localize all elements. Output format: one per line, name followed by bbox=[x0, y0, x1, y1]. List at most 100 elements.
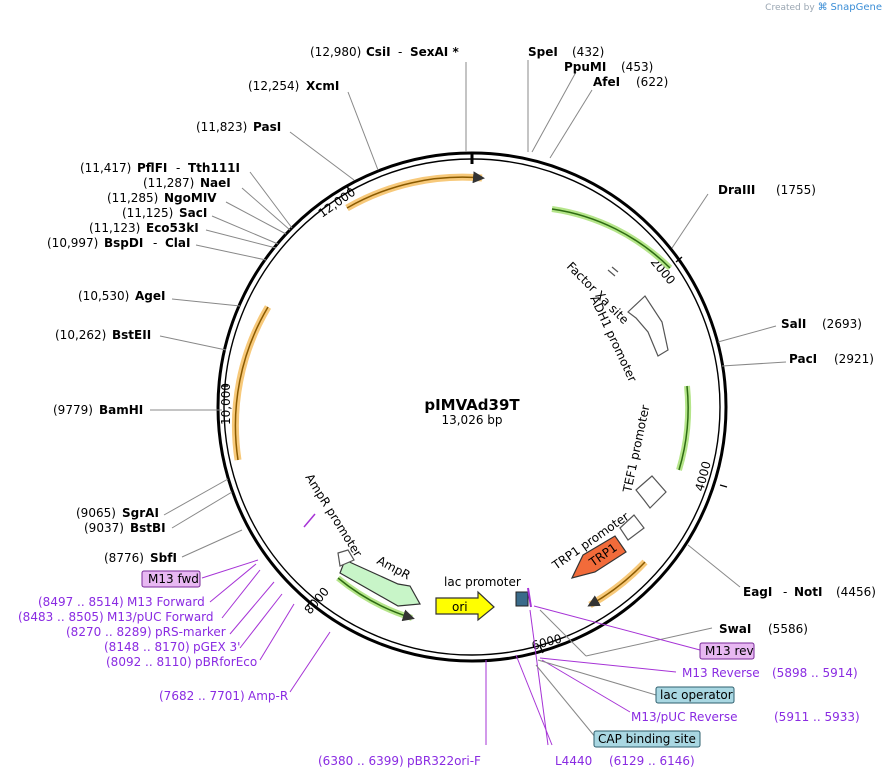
enzyme-sexai: SexAI * bbox=[410, 45, 459, 59]
lac-operator-mark bbox=[515, 591, 529, 607]
m13-rev-box bbox=[699, 642, 755, 660]
enzyme-bspdi: BspDI bbox=[104, 236, 143, 250]
enzyme-ngomiv: NgoMIV bbox=[164, 191, 217, 205]
enzyme-pflfi: PflFI bbox=[137, 161, 167, 175]
feature-arcs bbox=[231, 171, 692, 622]
svg-text:(11,823): (11,823) bbox=[196, 120, 247, 134]
primer-labels-right: M13 rev M13 Reverse (5898 .. 5914) lac o… bbox=[593, 642, 860, 748]
trp1-arrow bbox=[570, 535, 627, 579]
enzyme-eco53ki: Eco53kI bbox=[146, 221, 199, 235]
primer-labels-left: M13 fwd (8497 .. 8514) M13 Forward (8483… bbox=[18, 570, 288, 703]
ampr-promoter-label: AmpR promoter bbox=[302, 471, 364, 559]
plasmid-size: 13,026 bp bbox=[441, 413, 502, 427]
credit-brand: SnapGene bbox=[830, 2, 882, 13]
enzyme-tth111i: Tth111I bbox=[188, 161, 240, 175]
svg-text:(9037): (9037) bbox=[84, 521, 124, 535]
svg-text:(622): (622) bbox=[636, 75, 668, 89]
tick-10000: 10,000 bbox=[219, 383, 233, 425]
svg-text:-: - bbox=[783, 585, 787, 599]
orange-arc-left bbox=[231, 305, 272, 461]
primer-pbrforeco: pBRforEco bbox=[195, 655, 257, 669]
enzyme-noti: NotI bbox=[794, 585, 823, 599]
enzyme-sali: SalI bbox=[781, 317, 806, 331]
svg-text:(8776): (8776) bbox=[104, 551, 144, 565]
primer-pbr322ori-f: pBR322ori-F bbox=[407, 754, 481, 768]
enzyme-bstbi: BstBI bbox=[130, 521, 166, 535]
svg-text:(10,262): (10,262) bbox=[55, 328, 106, 342]
enzyme-saci: SacI bbox=[179, 206, 207, 220]
svg-text:(11,125): (11,125) bbox=[122, 206, 173, 220]
svg-text:(4456): (4456) bbox=[836, 585, 876, 599]
enzyme-bsteii: BstEII bbox=[112, 328, 151, 342]
svg-text:(11,287): (11,287) bbox=[143, 176, 194, 190]
adh1-promoter-arrow bbox=[627, 295, 669, 357]
primer-m13-forward: M13 Forward bbox=[127, 595, 205, 609]
cap-binding-label: CAP binding site bbox=[598, 732, 696, 746]
svg-text:-: - bbox=[153, 236, 157, 250]
m13-fwd-box bbox=[141, 570, 201, 588]
enzyme-pasi: PasI bbox=[253, 120, 281, 134]
primer-amp-r: Amp-R bbox=[248, 689, 288, 703]
primer-leaders bbox=[201, 559, 701, 746]
svg-text:(8270 .. 8289): (8270 .. 8289) bbox=[66, 625, 152, 639]
primer-labels-bottom: (6380 .. 6399) pBR322ori-F L4440 (6129 .… bbox=[318, 754, 695, 768]
enzyme-xcmi: XcmI bbox=[306, 79, 339, 93]
svg-text:(11,417): (11,417) bbox=[80, 161, 131, 175]
enzyme-clai: ClaI bbox=[165, 236, 190, 250]
svg-text:(7682 .. 7701): (7682 .. 7701) bbox=[159, 689, 245, 703]
enzyme-paci: PacI bbox=[789, 352, 817, 366]
ampr-promoter-arrow bbox=[337, 549, 355, 567]
inner-features bbox=[303, 266, 669, 622]
svg-text:(2693): (2693) bbox=[822, 317, 862, 331]
cap-binding-box bbox=[593, 730, 701, 748]
ori-label: ori bbox=[452, 600, 468, 614]
enzyme-afei: AfeI bbox=[593, 75, 620, 89]
svg-text:(8092 .. 8110): (8092 .. 8110) bbox=[106, 655, 192, 669]
svg-text:(12,254): (12,254) bbox=[248, 79, 299, 93]
enzyme-leaders bbox=[150, 60, 787, 657]
primer-prs-marker: pRS-marker bbox=[155, 625, 226, 639]
lac-operator-label: lac operator bbox=[660, 688, 733, 702]
primer-m13-puc-forward: M13/pUC Forward bbox=[107, 610, 214, 624]
svg-text:(5586): (5586) bbox=[768, 622, 808, 636]
enzyme-labels-right: SpeI (432) PpuMI (453) AfeI (622) DraIII… bbox=[528, 45, 876, 636]
credit-prefix: Created by bbox=[765, 3, 815, 13]
enzyme-draiii: DraIII bbox=[718, 183, 755, 197]
svg-text:(9065): (9065) bbox=[76, 506, 116, 520]
enzyme-pos: (12,980) bbox=[310, 45, 361, 59]
svg-text:(10,997): (10,997) bbox=[47, 236, 98, 250]
svg-text:(453): (453) bbox=[621, 60, 653, 74]
svg-text:(10,530): (10,530) bbox=[78, 289, 129, 303]
m13-rev-mark bbox=[527, 587, 532, 608]
primer-pgex3: pGEX 3' bbox=[193, 640, 240, 654]
ampr-promoter-primer-mark bbox=[303, 513, 316, 528]
svg-text:-: - bbox=[176, 161, 180, 175]
ampr-arrow bbox=[339, 559, 421, 607]
factor-xa-marker bbox=[607, 266, 619, 277]
ori-arrow bbox=[435, 590, 495, 622]
enzyme-spei: SpeI bbox=[528, 45, 558, 59]
enzyme-sgrai: SgrAI bbox=[122, 506, 159, 520]
enzyme-swai: SwaI bbox=[719, 622, 751, 636]
plasmid-name: pIMVAd39T bbox=[424, 396, 520, 414]
svg-text:(9779): (9779) bbox=[53, 403, 93, 417]
primer-l4440: L4440 bbox=[555, 754, 592, 768]
svg-text:(1755): (1755) bbox=[776, 183, 816, 197]
snapgene-logo-icon: ⌘ bbox=[817, 2, 828, 13]
snapgene-credit: Created by ⌘ SnapGene bbox=[765, 2, 882, 13]
enzyme-labels-left: (12,980) CsiI - SexAI * (12,254) XcmI (1… bbox=[47, 45, 459, 565]
lac-operator-box bbox=[655, 686, 735, 704]
enzyme-csii: CsiI bbox=[366, 45, 391, 59]
enzyme-naei: NaeI bbox=[200, 176, 231, 190]
svg-text:(432): (432) bbox=[572, 45, 604, 59]
primer-m13-reverse: M13 Reverse bbox=[682, 666, 760, 680]
svg-text:(5911 .. 5933): (5911 .. 5933) bbox=[774, 710, 860, 724]
lac-promoter-label: lac promoter bbox=[444, 575, 521, 589]
tef1-promoter-arrow bbox=[635, 475, 667, 509]
trp1-promoter-arrow bbox=[619, 514, 645, 541]
svg-text:(11,285): (11,285) bbox=[107, 191, 158, 205]
svg-text:(5898 .. 5914): (5898 .. 5914) bbox=[772, 666, 858, 680]
svg-text:(8483 .. 8505): (8483 .. 8505) bbox=[18, 610, 104, 624]
svg-text:(11,123): (11,123) bbox=[89, 221, 140, 235]
